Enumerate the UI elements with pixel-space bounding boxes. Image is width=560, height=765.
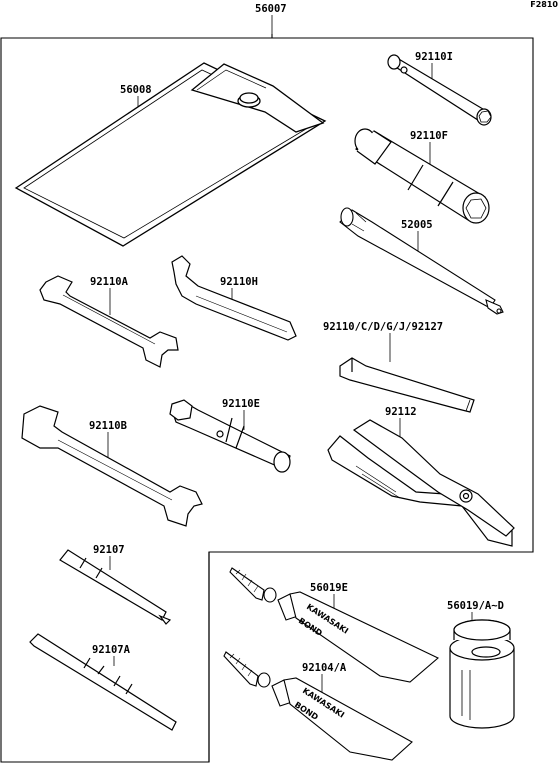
hook-spanner-92110H <box>171 255 297 341</box>
figure-code: F2810 <box>530 0 558 9</box>
label-92110B: 92110B <box>89 420 127 432</box>
wrench-92110B <box>21 405 203 527</box>
label-92110I: 92110I <box>415 51 453 63</box>
label-92110A: 92110A <box>90 276 128 288</box>
label-92110E: 92110E <box>222 398 260 410</box>
label-56019AD: 56019/A~D <box>447 600 504 612</box>
label-92107A: 92107A <box>92 644 130 656</box>
label-pouch-56008: 56008 <box>120 84 152 96</box>
wrench-92110A <box>39 275 179 368</box>
screwdriver-92107 <box>59 549 172 625</box>
tube-wrench-92110I <box>387 54 492 126</box>
label-92107: 92107 <box>93 544 125 556</box>
screwdriver-92107A <box>29 633 177 731</box>
label-92110H: 92110H <box>220 276 258 288</box>
bond-tube-56019E <box>229 567 439 683</box>
pliers-92112 <box>327 419 515 547</box>
label-92110CDGJ: 92110/C/D/G/J/92127 <box>323 321 444 333</box>
tool-52005 <box>339 207 504 315</box>
label-92110F: 92110F <box>410 130 448 142</box>
label-56019E: 56019E <box>310 582 348 594</box>
label-52005: 52005 <box>401 219 433 231</box>
label-92112: 92112 <box>385 406 417 418</box>
plug-wrench-92110E <box>169 399 291 473</box>
hex-key-92110CDGJ <box>339 357 475 413</box>
label-kit-56007: 56007 <box>255 3 287 15</box>
tool-pouch-56008 <box>14 62 327 247</box>
socket-wrench-92110F <box>354 128 490 224</box>
bond-tube-92104A <box>223 651 413 761</box>
bond-can-56019AD <box>449 619 515 729</box>
label-92104A: 92104/A <box>302 662 347 674</box>
